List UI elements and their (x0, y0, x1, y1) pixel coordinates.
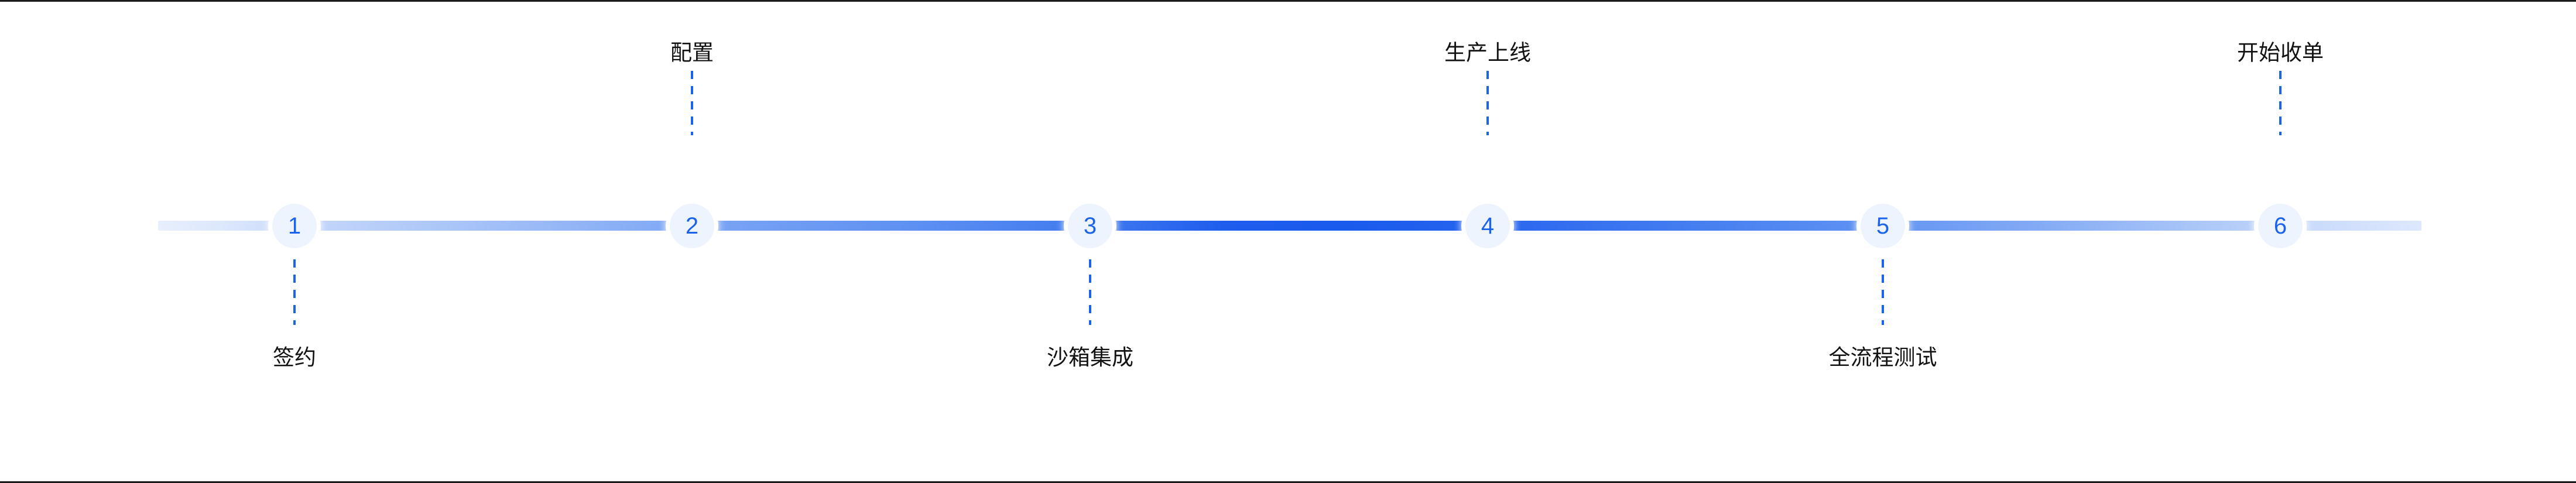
step-number-4: 4 (1481, 213, 1495, 239)
step-node-3[interactable]: 3 (1068, 204, 1112, 248)
step-number-6: 6 (2273, 213, 2287, 239)
step-label-3: 沙箱集成 (1047, 345, 1133, 369)
leader-line-step-4 (1486, 71, 1489, 135)
step-label-5: 全流程测试 (1828, 345, 1937, 369)
step-node-1[interactable]: 1 (272, 204, 317, 248)
step-node-4[interactable]: 4 (1465, 204, 1510, 248)
step-number-5: 5 (1876, 213, 1890, 239)
progress-rail (158, 221, 2421, 231)
step-label-2: 配置 (670, 40, 714, 65)
step-node-5[interactable]: 5 (1861, 204, 1905, 248)
step-circle-2[interactable]: 2 (670, 204, 714, 248)
leader-line-step-5 (1882, 259, 1884, 325)
leader-line-step-3 (1089, 259, 1091, 325)
step-circle-4[interactable]: 4 (1465, 204, 1510, 248)
step-circle-3[interactable]: 3 (1068, 204, 1112, 248)
step-circle-1[interactable]: 1 (272, 204, 317, 248)
step-number-2: 2 (685, 213, 699, 239)
leader-line-step-1 (293, 259, 296, 325)
step-number-1: 1 (287, 213, 302, 239)
step-label-1: 签约 (273, 345, 316, 369)
step-node-2[interactable]: 2 (670, 204, 714, 248)
step-label-6: 开始收单 (2237, 40, 2324, 65)
step-circle-6[interactable]: 6 (2258, 204, 2303, 248)
step-label-4: 生产上线 (1444, 40, 1531, 65)
step-number-3: 3 (1083, 213, 1097, 239)
leader-line-step-6 (2279, 71, 2282, 135)
step-circle-5[interactable]: 5 (1861, 204, 1905, 248)
leader-line-step-2 (691, 71, 693, 135)
step-node-6[interactable]: 6 (2258, 204, 2303, 248)
